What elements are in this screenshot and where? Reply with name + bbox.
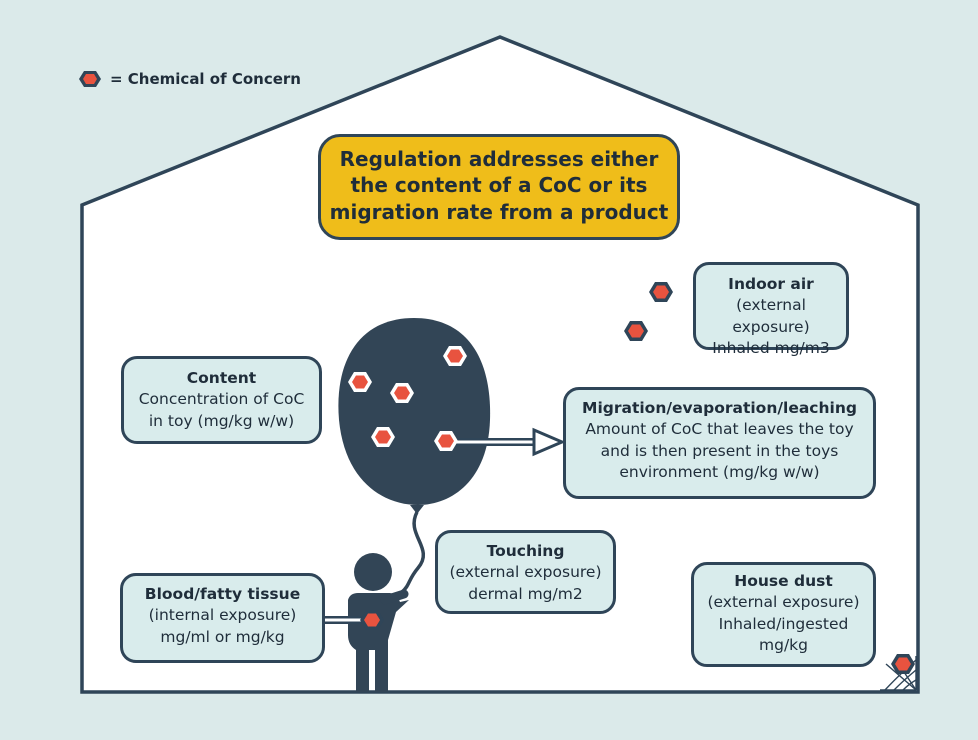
box-line: mg/ml or mg/kg: [160, 627, 285, 646]
box-title: Touching: [486, 542, 565, 560]
chemical-hexagon-icon: [360, 610, 384, 630]
touching-box: Touching (external exposure) dermal mg/m…: [435, 530, 616, 614]
chemical-hexagon-icon: [434, 431, 458, 451]
headline-line: migration rate from a product: [329, 199, 669, 224]
box-line: dermal mg/m2: [468, 584, 583, 603]
arrow-right-icon: [448, 427, 566, 457]
chemical-hexagon-icon: [371, 427, 395, 447]
box-line: mg/kg: [759, 636, 808, 655]
chemical-hexagon-icon: [649, 282, 673, 302]
headline-line: the content of a CoC or its: [350, 173, 648, 198]
chemical-markers: [348, 282, 915, 674]
box-title: Migration/evaporation/leaching: [582, 399, 857, 417]
chemical-hexagon-icon: [79, 71, 101, 87]
regulation-headline: Regulation addresses either the content …: [318, 134, 680, 240]
box-line: in toy (mg/kg w/w): [148, 411, 295, 430]
box-line: environment (mg/kg w/w): [619, 463, 820, 482]
box-line: and is then present in the toys: [600, 441, 839, 460]
chemical-hexagon-icon: [891, 654, 915, 674]
chemical-hexagon-icon: [624, 321, 648, 341]
migration-box: Migration/evaporation/leaching Amount of…: [563, 387, 876, 499]
box-title: Content: [186, 369, 257, 387]
box-title: House dust: [734, 572, 833, 590]
box-line: Inhaled mg/m3: [712, 339, 830, 358]
box-line: (external exposure): [449, 563, 602, 582]
content-box: Content Concentration of CoC in toy (mg/…: [121, 356, 322, 444]
indoor-air-box: Indoor air (external exposure) Inhaled m…: [693, 262, 849, 357]
legend: = Chemical of Concern: [78, 70, 301, 88]
headline-line: Regulation addresses either: [339, 147, 659, 171]
box-line: Amount of CoC that leaves the toy: [585, 420, 854, 439]
chemical-hexagon-icon: [443, 346, 467, 366]
legend-label: = Chemical of Concern: [110, 70, 301, 88]
chemical-hexagon-icon: [348, 372, 372, 392]
chemical-hexagon-icon: [390, 383, 414, 403]
box-title: Indoor air: [728, 275, 814, 293]
box-line: Concentration of CoC: [138, 390, 305, 409]
box-line: (external exposure): [732, 296, 810, 336]
blood-tissue-box: Blood/fatty tissue (internal exposure) m…: [120, 573, 325, 663]
house-dust-box: House dust (external exposure) Inhaled/i…: [691, 562, 876, 667]
house-outline: [80, 35, 920, 694]
box-line: Inhaled/ingested: [718, 614, 849, 633]
box-line: (external exposure): [707, 593, 860, 612]
box-title: Blood/fatty tissue: [144, 585, 301, 603]
box-line: (internal exposure): [148, 606, 297, 625]
